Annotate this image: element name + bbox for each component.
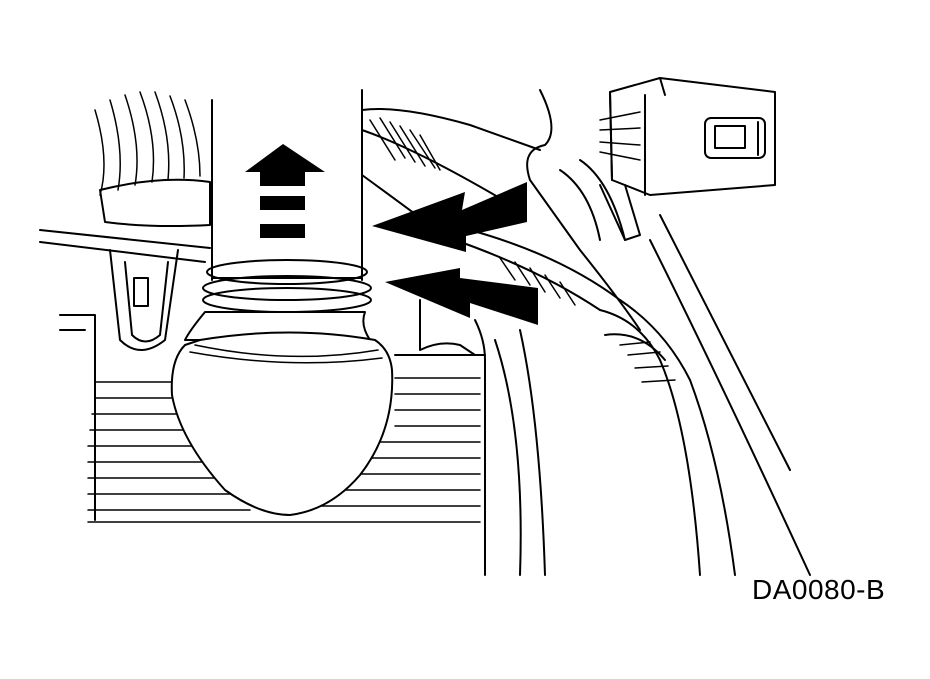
electrical-connector [599, 77, 776, 241]
left-arrow-icon [372, 182, 538, 325]
engine-block-hatching [87, 354, 486, 576]
hose-fitting [170, 311, 394, 516]
background-hoses [361, 89, 641, 576]
wiring-harness [559, 159, 811, 576]
figure-code: DA0080-B [752, 574, 886, 605]
hose-hatching [94, 91, 201, 196]
up-arrow-icon [245, 144, 325, 238]
left-bracket [39, 178, 211, 366]
